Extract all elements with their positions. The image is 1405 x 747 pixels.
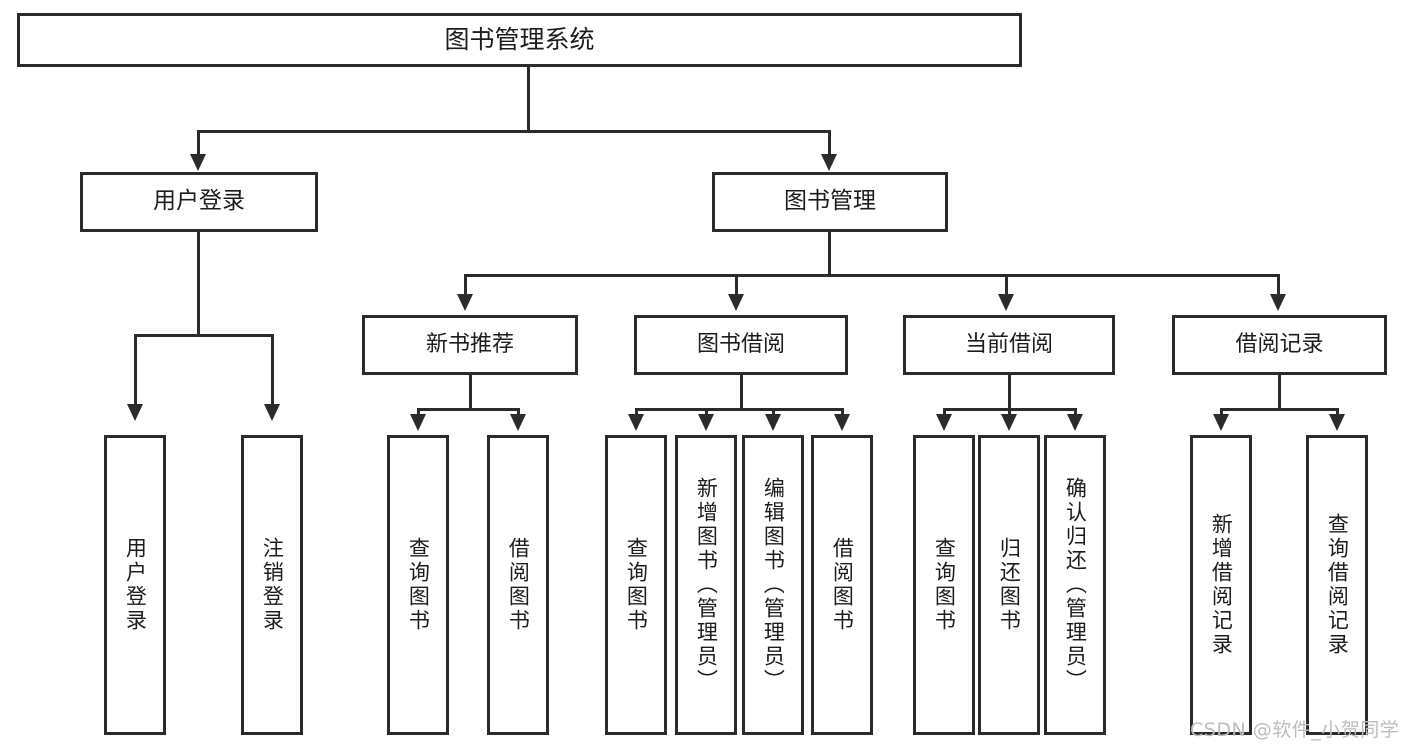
leaf-borrow-book[interactable]: 借阅图书 (811, 435, 873, 735)
connector-to-new-book (464, 274, 467, 296)
node-borrow-record-label: 借阅记录 (1235, 332, 1324, 358)
node-user-login[interactable]: 用户登录 (80, 172, 318, 232)
leaf-add-borrow-record-label: 新增借阅记录 (1209, 513, 1234, 657)
leaf-logout[interactable]: 注销登录 (241, 435, 303, 735)
connector-root-to-book-manage (828, 130, 831, 156)
connector-book-borrow-c3 (772, 408, 775, 416)
leaf-borrow-book-recommend[interactable]: 借阅图书 (487, 435, 549, 735)
leaf-confirm-return-admin[interactable]: 确认归还（管理员） (1044, 435, 1106, 735)
connector-book-borrow-bar (635, 408, 844, 411)
connector-current-borrow-c2 (1008, 408, 1011, 416)
connector-user-login-right (271, 334, 274, 406)
arrow-down-icon (1001, 414, 1017, 431)
arrow-down-icon (457, 294, 473, 311)
leaf-query-book-recommend-label: 查询图书 (406, 537, 431, 633)
arrow-down-icon (1270, 294, 1286, 311)
arrow-down-icon (510, 414, 526, 431)
leaf-return-book[interactable]: 归还图书 (978, 435, 1040, 735)
connector-new-book-bar (417, 408, 520, 411)
arrow-down-icon (264, 404, 280, 421)
connector-to-book-borrow (735, 274, 738, 296)
connector-user-login-left (134, 334, 137, 406)
leaf-borrow-book-label: 借阅图书 (830, 537, 855, 633)
node-root[interactable]: 图书管理系统 (17, 13, 1022, 67)
connector-root-stem (527, 67, 530, 130)
arrow-down-icon (821, 154, 837, 171)
connector-borrow-record-stem (1278, 375, 1281, 408)
arrow-down-icon (628, 414, 644, 431)
connector-user-login-bar (134, 334, 274, 337)
arrow-down-icon (936, 414, 952, 431)
connector-borrow-record-c1 (1220, 408, 1223, 416)
leaf-add-book-admin[interactable]: 新增图书（管理员） (675, 435, 737, 735)
arrow-down-icon (127, 404, 143, 421)
connector-book-borrow-c2 (705, 408, 708, 416)
connector-current-borrow-c1 (943, 408, 946, 416)
connector-user-login-stem (197, 232, 200, 334)
connector-root-bar (197, 130, 830, 133)
node-book-manage-label: 图书管理 (784, 188, 876, 215)
connector-book-borrow-c1 (635, 408, 638, 416)
node-book-manage[interactable]: 图书管理 (712, 172, 948, 232)
connector-current-borrow-stem (1008, 375, 1011, 408)
leaf-return-book-label: 归还图书 (997, 537, 1022, 633)
node-new-book-recommend[interactable]: 新书推荐 (362, 315, 578, 375)
arrow-down-icon (410, 414, 426, 431)
node-root-label: 图书管理系统 (444, 25, 595, 55)
leaf-borrow-book-recommend-label: 借阅图书 (506, 537, 531, 633)
arrow-down-icon (190, 154, 206, 171)
node-new-book-recommend-label: 新书推荐 (425, 332, 514, 358)
arrow-down-icon (1329, 414, 1345, 431)
leaf-query-borrow-record-label: 查询借阅记录 (1325, 513, 1350, 657)
leaf-query-book-borrow[interactable]: 查询图书 (605, 435, 667, 735)
arrow-down-icon (998, 294, 1014, 311)
node-book-borrow-label: 图书借阅 (696, 332, 785, 358)
leaf-edit-book-admin[interactable]: 编辑图书（管理员） (742, 435, 804, 735)
connector-book-manage-stem (828, 232, 831, 274)
leaf-add-borrow-record[interactable]: 新增借阅记录 (1190, 435, 1252, 735)
leaf-query-borrow-record[interactable]: 查询借阅记录 (1306, 435, 1368, 735)
arrow-down-icon (1213, 414, 1229, 431)
leaf-edit-book-admin-label: 编辑图书（管理员） (761, 477, 786, 693)
leaf-query-book-current[interactable]: 查询图书 (913, 435, 975, 735)
leaf-query-book-recommend[interactable]: 查询图书 (387, 435, 449, 735)
connector-new-book-stem (469, 375, 472, 408)
connector-current-borrow-c3 (1074, 408, 1077, 416)
arrow-down-icon (834, 414, 850, 431)
arrow-down-icon (698, 414, 714, 431)
watermark: CSDN @软件_小贺同学 (1190, 719, 1400, 741)
connector-new-book-c2 (517, 408, 520, 416)
connector-book-borrow-stem (740, 375, 743, 408)
leaf-user-login[interactable]: 用户登录 (104, 435, 166, 735)
connector-root-to-user-login (197, 130, 200, 156)
leaf-user-login-label: 用户登录 (123, 537, 148, 633)
node-current-borrow-label: 当前借阅 (964, 332, 1053, 358)
arrow-down-icon (765, 414, 781, 431)
connector-to-borrow-record (1277, 274, 1280, 296)
node-user-login-label: 用户登录 (153, 188, 245, 215)
connector-borrow-record-bar (1220, 408, 1339, 411)
connector-book-borrow-c4 (841, 408, 844, 416)
node-borrow-record[interactable]: 借阅记录 (1172, 315, 1387, 375)
arrow-down-icon (728, 294, 744, 311)
leaf-query-book-borrow-label: 查询图书 (624, 537, 649, 633)
node-book-borrow[interactable]: 图书借阅 (634, 315, 848, 375)
node-current-borrow[interactable]: 当前借阅 (903, 315, 1115, 375)
connector-book-manage-bar (464, 274, 1277, 277)
connector-borrow-record-c2 (1336, 408, 1339, 416)
leaf-add-book-admin-label: 新增图书（管理员） (694, 477, 719, 693)
connector-new-book-c1 (417, 408, 420, 416)
connector-to-current-borrow (1005, 274, 1008, 296)
arrow-down-icon (1067, 414, 1083, 431)
leaf-query-book-current-label: 查询图书 (932, 537, 957, 633)
leaf-logout-label: 注销登录 (260, 537, 285, 633)
leaf-confirm-return-admin-label: 确认归还（管理员） (1063, 477, 1088, 693)
